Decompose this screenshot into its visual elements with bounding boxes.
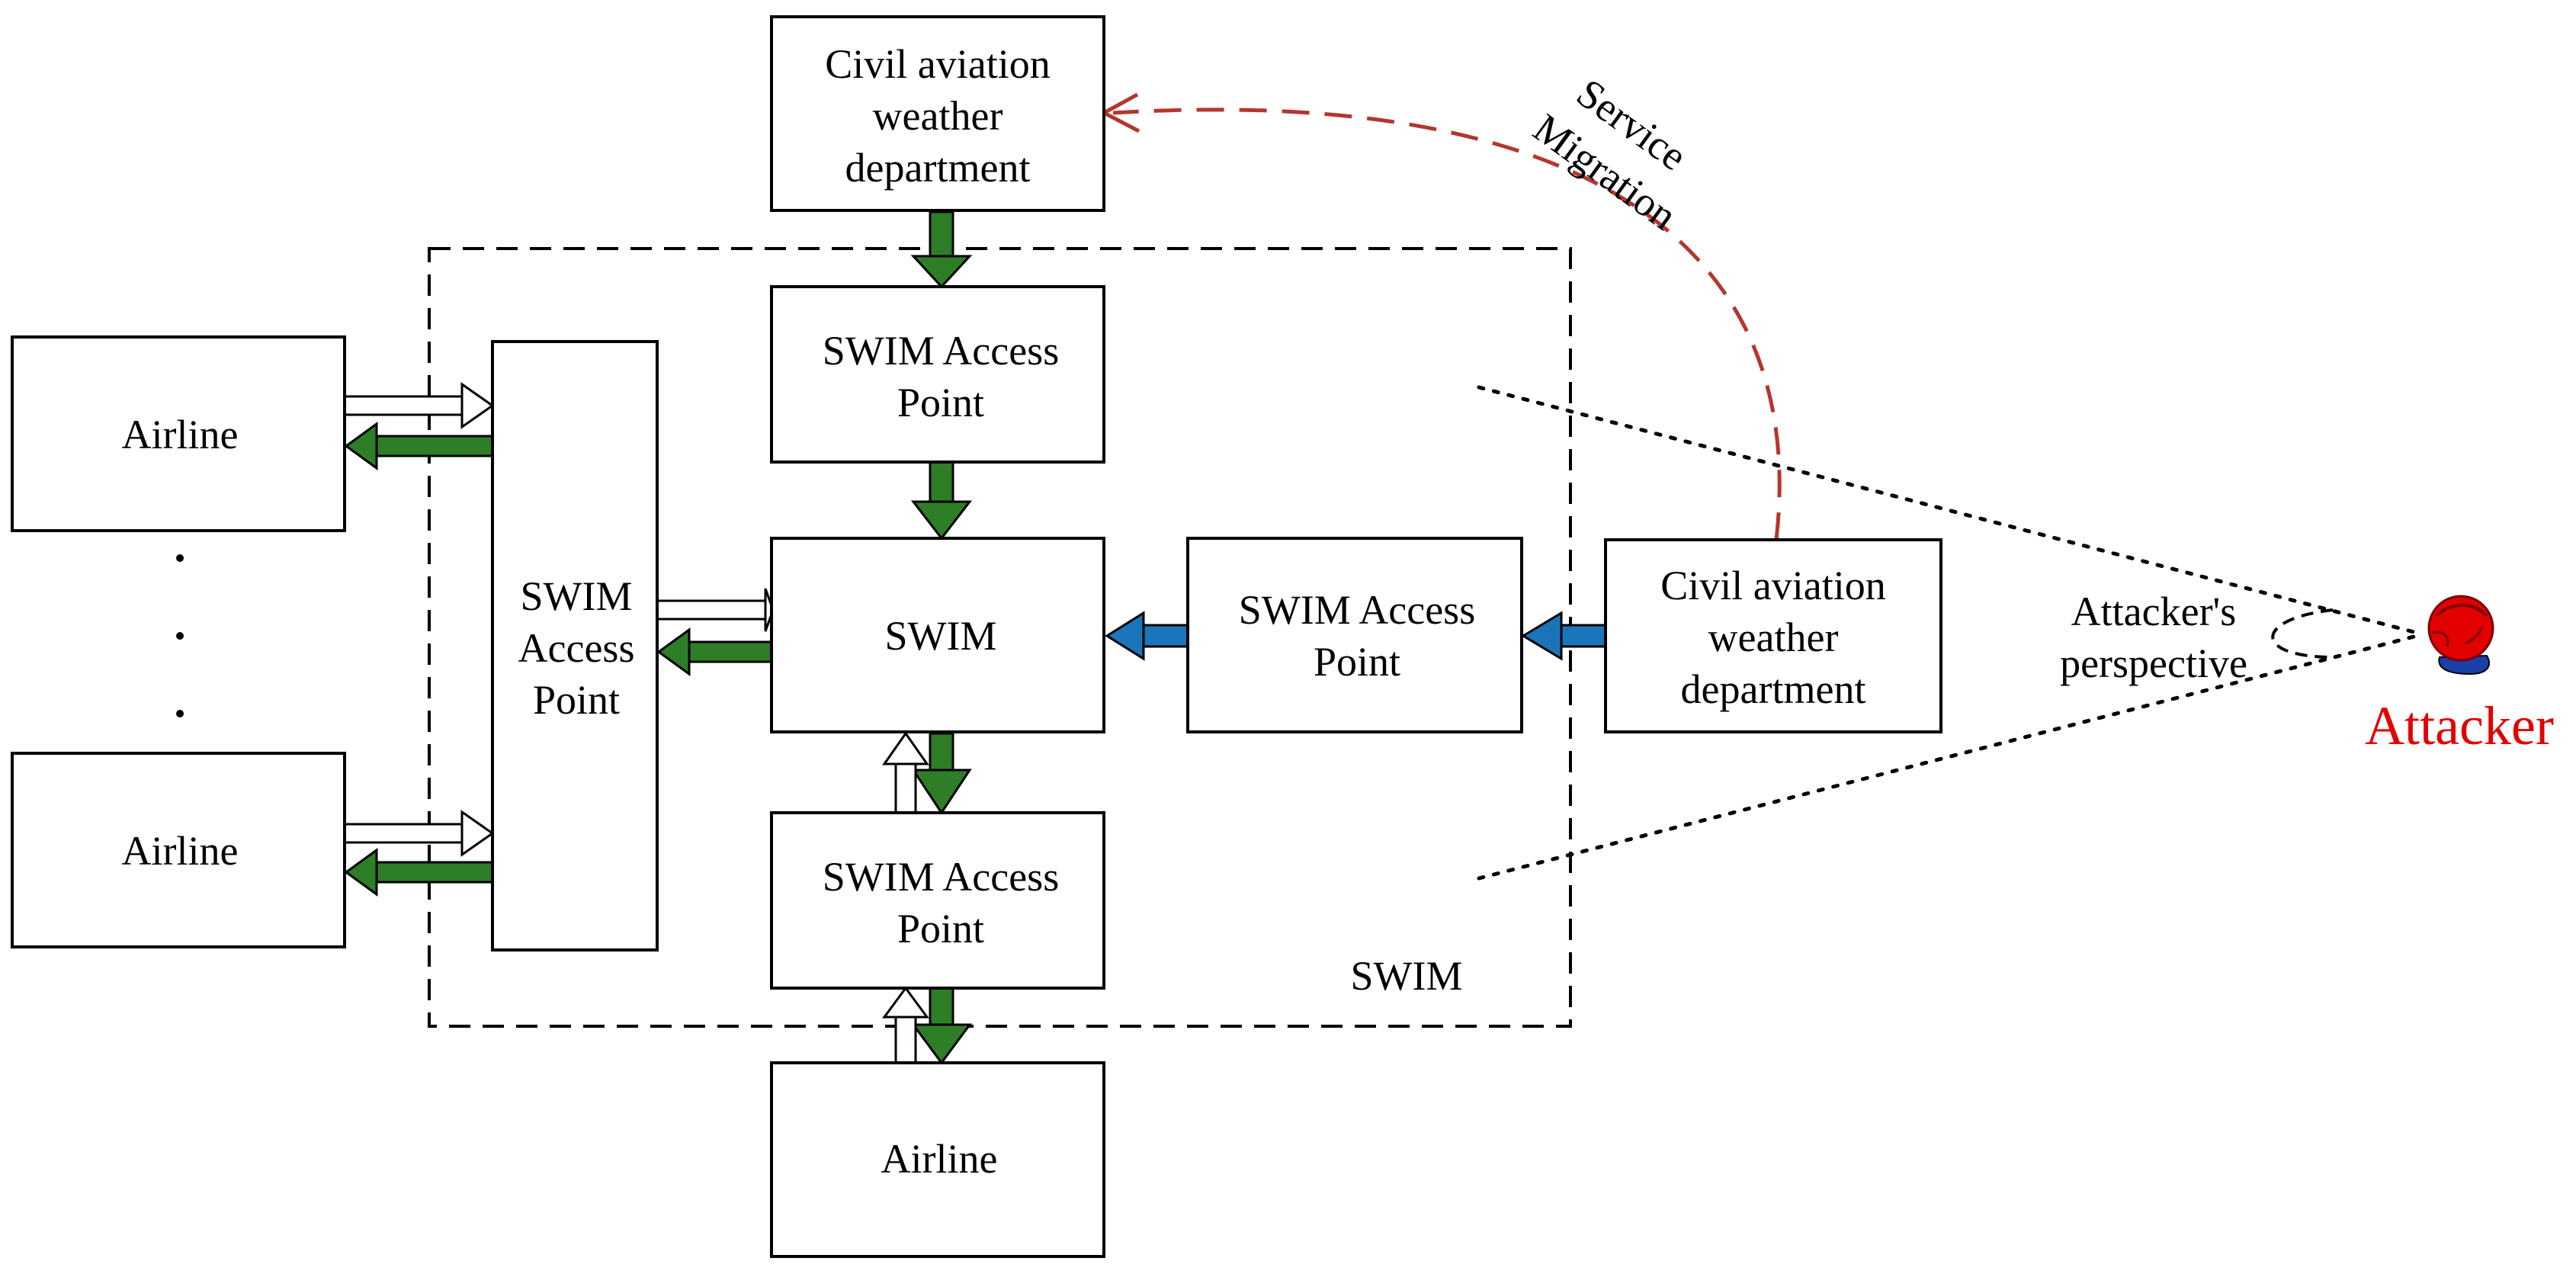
node-airline-left-bottom-label: Airline: [122, 828, 239, 874]
node-ap-left: SWIM Access Point: [491, 340, 659, 951]
service-migration-arc: [1112, 108, 1782, 541]
attacker-perspective-label-line2: perspective: [2060, 640, 2247, 686]
arrow-airline-to-ap-bottom: [882, 986, 929, 1064]
node-right-weather-line2: weather: [1708, 615, 1839, 660]
attacker-perspective-label-line1: Attacker's: [2071, 589, 2237, 634]
node-ap-top-line1: SWIM Access: [823, 328, 1059, 374]
arrow-airline-top-to-ap-left: [343, 382, 495, 429]
node-top-weather-line2: weather: [873, 93, 1003, 139]
node-right-weather-line3: department: [1681, 666, 1866, 712]
perspective-angle-arc: [2271, 608, 2334, 659]
node-ap-bottom-line1: SWIM Access: [823, 854, 1059, 900]
node-ap-left-line3: Point: [533, 677, 620, 723]
swim-region-label: SWIM: [1351, 953, 1463, 999]
arrow-weather-to-ap-right: [1521, 611, 1607, 661]
node-ap-bottom-line2: Point: [897, 906, 984, 951]
node-top-weather-department: Civil aviation weather department: [770, 15, 1105, 212]
arrow-ap-bottom-to-airline: [911, 987, 972, 1065]
node-ap-right: SWIM Access Point: [1186, 537, 1523, 733]
arrow-ap-right-to-swim: [1105, 611, 1189, 661]
node-swim-center-label: SWIM: [885, 613, 997, 659]
arrow-ap-left-to-airline-bottom: [344, 848, 494, 897]
node-ap-top: SWIM Access Point: [770, 285, 1105, 464]
node-ap-top-line2: Point: [897, 380, 984, 425]
node-top-weather-line3: department: [845, 145, 1031, 191]
arrow-ap-top-to-swim: [910, 461, 973, 541]
node-ap-right-line2: Point: [1314, 639, 1400, 685]
node-ap-bottom: SWIM Access Point: [770, 811, 1105, 990]
arrow-ap-left-to-airline-top: [344, 422, 494, 470]
node-airline-left-top: Airline: [11, 335, 346, 532]
arrow-ap-left-to-swim: [656, 588, 775, 632]
node-ap-right-line1: SWIM Access: [1239, 587, 1475, 633]
ellipsis-dots: [176, 554, 184, 717]
node-airline-bottom: Airline: [770, 1061, 1105, 1258]
node-ap-left-line1: SWIM: [521, 573, 633, 619]
node-airline-left-bottom: Airline: [11, 752, 346, 948]
node-right-weather-department: Civil aviation weather department: [1604, 538, 1942, 733]
arrow-airline-bottom-to-ap-left: [343, 810, 495, 857]
arrow-swim-to-ap-left: [656, 627, 775, 676]
perspective-line-upper: [1477, 385, 2425, 637]
perspective-line-lower: [1477, 632, 2425, 881]
node-ap-left-line2: Access: [518, 625, 635, 671]
attacker-person-icon: [2427, 595, 2494, 676]
arrow-weather-to-ap-top: [910, 210, 973, 289]
arrow-swim-to-ap-bottom: [911, 732, 972, 815]
node-top-weather-line1: Civil aviation: [825, 41, 1050, 87]
node-right-weather-line1: Civil aviation: [1660, 563, 1885, 608]
node-swim-center: SWIM: [770, 537, 1105, 733]
node-airline-bottom-label: Airline: [881, 1136, 998, 1182]
node-airline-left-top-label: Airline: [122, 412, 239, 457]
attacker-label: Attacker: [2365, 695, 2554, 756]
